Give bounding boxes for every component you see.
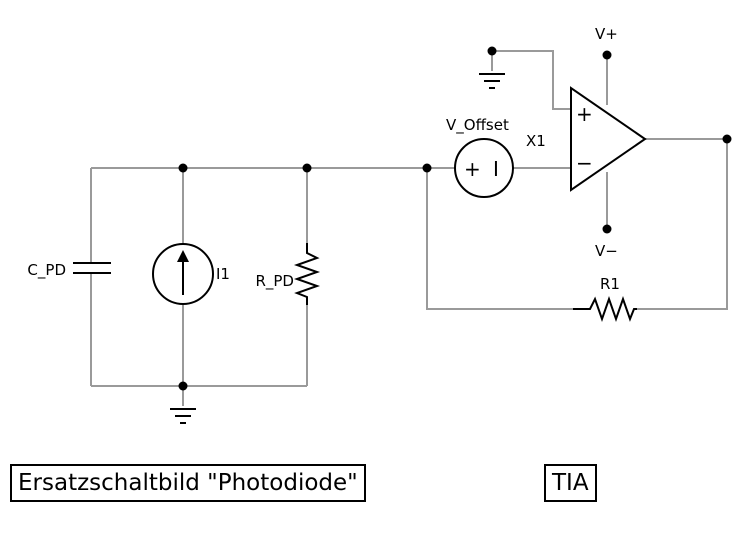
current-source-i1: [152, 243, 214, 305]
opamp-minus-sign: −: [576, 151, 593, 175]
vminus-terminal-dot: [602, 224, 612, 234]
resistor-r1: [573, 295, 637, 323]
photodiode-title-box: Ersatzschaltbild "Photodiode": [10, 464, 366, 502]
wires: [90, 50, 728, 406]
junction-dot: [487, 46, 497, 56]
resistor-r-pd: [293, 243, 321, 305]
opamp-plus-sign: +: [576, 102, 593, 126]
vsrc-minus-sign: I: [493, 157, 499, 181]
voltage-source-v-offset: [454, 138, 514, 198]
plus-input-wire: [492, 50, 571, 110]
junction-dot: [422, 163, 432, 173]
label-v-plus: V+: [595, 25, 618, 43]
ground-symbol-top: [479, 73, 505, 89]
junction-dot: [178, 163, 188, 173]
label-r-pd: R_PD: [255, 272, 294, 291]
feedback-left-wire: [426, 168, 573, 310]
feedback-right-wire: [637, 139, 728, 310]
label-v-offset: V_Offset: [446, 116, 509, 135]
capacitor-c-pd: [73, 262, 111, 274]
tia-title-box: TIA: [544, 464, 597, 502]
junction-dot: [722, 134, 732, 144]
vsrc-plus-sign: +: [464, 157, 481, 181]
junction-dot: [178, 381, 188, 391]
label-c-pd: C_PD: [27, 261, 66, 280]
junction-dots: [178, 46, 732, 391]
label-r1: R1: [600, 275, 620, 293]
junction-dot: [302, 163, 312, 173]
opamp-x1: [570, 86, 647, 192]
label-x1: X1: [526, 132, 546, 150]
label-v-minus: V−: [595, 242, 618, 260]
label-i1: I1: [216, 265, 230, 283]
ground-symbol-bottom: [170, 408, 196, 424]
vplus-terminal-dot: [602, 50, 612, 60]
